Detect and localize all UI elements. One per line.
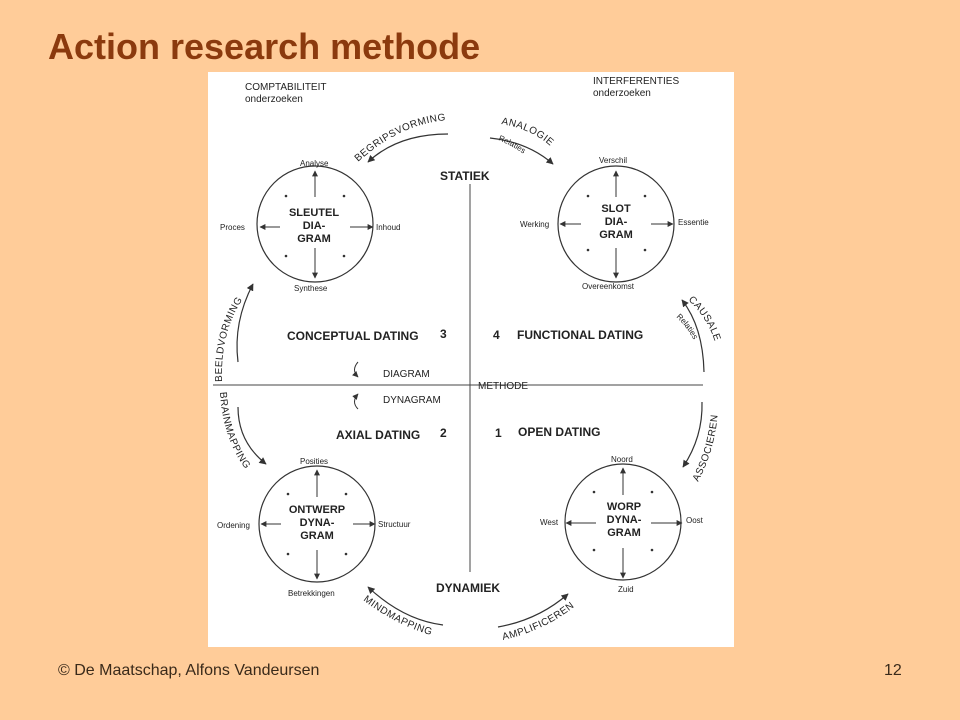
mindmapping-arrow [367, 586, 444, 626]
causale-arrow [681, 299, 705, 373]
diagram-label: DIAGRAM [383, 369, 430, 380]
worp-top-label: Noord [611, 455, 633, 464]
ontwerp-right-label: Structuur [378, 520, 411, 529]
functional-dating-label: FUNCTIONAL DATING [517, 328, 643, 342]
quadrant-4-number: 4 [493, 328, 500, 342]
sleutel-right-label: Inhoud [376, 223, 400, 232]
worp-left-label: West [540, 518, 559, 527]
dynagram-label: DYNAGRAM [383, 395, 441, 406]
sleutel-core-1: SLEUTEL [289, 207, 339, 219]
diagram-arrow [352, 361, 359, 378]
ontwerp-top-label: Posities [300, 457, 328, 466]
ontwerp-bottom-label: Betrekkingen [288, 589, 335, 598]
associeren-arrow [682, 401, 703, 468]
slot-core-3: GRAM [599, 229, 633, 241]
corner-top-left-line1: COMPTABILITEIT [245, 82, 327, 93]
conceptual-dating-label: CONCEPTUAL DATING [287, 329, 419, 343]
associeren-label: ASSOCIEREN [691, 414, 721, 483]
ontwerp-left-label: Ordening [217, 521, 250, 530]
slot-core-2: DIA- [605, 216, 628, 228]
ontwerp-core-2: DYNA- [300, 517, 335, 529]
slot-bottom-label: Overeenkomst [582, 282, 635, 291]
begripsvorming-label: BEGRIPSVORMING [353, 112, 447, 164]
sleutel-core-2: DIA- [303, 220, 326, 232]
statiek-label: STATIEK [440, 169, 490, 183]
dynagram-arrow [352, 393, 359, 410]
methode-label: METHODE [478, 381, 528, 392]
mindmapping-label: MINDMAPPING [361, 594, 433, 638]
corner-top-left-line2: onderzoeken [245, 94, 303, 105]
slot-left-label: Werking [520, 220, 549, 229]
sleutel-left-label: Proces [220, 223, 245, 232]
sleutel-diagram-circle: SLEUTEL DIA- GRAM Analyse Synthese Proce… [220, 159, 400, 293]
begripsvorming-arrow [367, 133, 449, 163]
quadrant-3-number: 3 [440, 327, 447, 341]
axial-dating-label: AXIAL DATING [336, 428, 420, 442]
ontwerp-core-3: GRAM [300, 530, 334, 542]
ontwerp-dynagram-circle: ONTWERP DYNA- GRAM Posities Betrekkingen… [217, 457, 411, 598]
worp-dynagram-circle: WORP DYNA- GRAM Noord Zuid West Oost [540, 455, 704, 594]
sleutel-bottom-label: Synthese [294, 284, 328, 293]
footer-copyright: © De Maatschap, Alfons Vandeursen [58, 662, 320, 679]
worp-core-3: GRAM [607, 527, 641, 539]
amplificeren-arrow [497, 593, 569, 628]
relaties-top-label: Relaties [497, 134, 527, 156]
beeldvorming-label: BEELDVORMING [214, 295, 245, 382]
sleutel-top-label: Analyse [300, 159, 329, 168]
analogie-arrow [489, 137, 554, 165]
corner-top-right-line1: INTERFERENTIES [593, 76, 679, 87]
slot-top-label: Verschil [599, 156, 627, 165]
quadrant-2-number: 2 [440, 426, 447, 440]
brainmapping-label: BRAINMAPPING [217, 392, 252, 472]
sleutel-core-3: GRAM [297, 233, 331, 245]
slot-right-label: Essentie [678, 218, 709, 227]
worp-core-1: WORP [607, 501, 641, 513]
page-number: 12 [884, 662, 902, 679]
quadrant-1-number: 1 [495, 426, 502, 440]
action-research-diagram: COMPTABILITEIT onderzoeken INTERFERENTIE… [208, 72, 734, 647]
slot-diagram-circle: SLOT DIA- GRAM Verschil Overeenkomst Wer… [520, 156, 709, 291]
dynamiek-label: DYNAMIEK [436, 581, 500, 595]
worp-core-2: DYNA- [607, 514, 642, 526]
brainmapping-arrow [237, 406, 267, 465]
slide-title: Action research methode [48, 26, 481, 67]
ontwerp-core-1: ONTWERP [289, 504, 345, 516]
open-dating-label: OPEN DATING [518, 425, 600, 439]
slot-core-1: SLOT [601, 203, 631, 215]
worp-bottom-label: Zuid [618, 585, 634, 594]
beeldvorming-arrow [236, 283, 254, 363]
corner-top-right-line2: onderzoeken [593, 88, 651, 99]
worp-right-label: Oost [686, 516, 704, 525]
amplificeren-label: AMPLIFICEREN [501, 600, 576, 643]
